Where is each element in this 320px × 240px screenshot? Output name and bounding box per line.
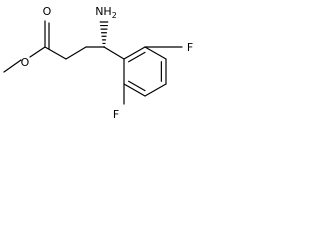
- bond-carbonyl-ch2: [44, 46, 67, 60]
- bond-methyl-oxygen: [3, 59, 22, 73]
- ring-bond-4: [144, 83, 167, 97]
- ring-bond-1: [123, 46, 146, 60]
- ester-oxygen-label: O: [21, 56, 30, 69]
- bond-stereocentre-ring: [103, 46, 125, 60]
- bond-ch2-stereocentre: [65, 46, 87, 60]
- stereo-hash-bond: [99, 21, 109, 48]
- bond-oxygen-carbonyl: [29, 46, 46, 58]
- ring-double-3: [128, 80, 146, 92]
- fluorine-top-label: F: [187, 41, 193, 54]
- fluorine-bottom-label: F: [113, 108, 119, 121]
- ring-double-1: [128, 51, 146, 63]
- carbonyl-oxygen-label: O: [43, 5, 52, 18]
- ring-bond-2: [144, 46, 167, 60]
- ring-bond-5: [123, 83, 146, 97]
- amine-label: NH2: [95, 5, 117, 20]
